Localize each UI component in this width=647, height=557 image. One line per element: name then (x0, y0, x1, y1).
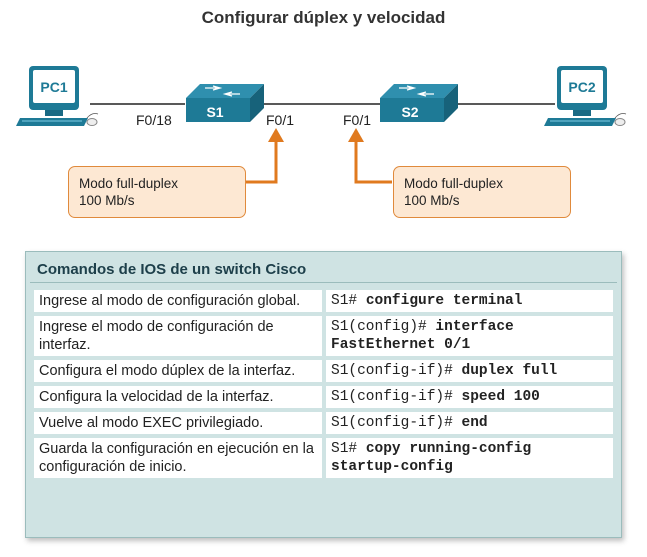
command-prompt: S1(config-if)# (331, 389, 453, 405)
commands-panel-heading: Comandos de IOS de un switch Cisco (30, 256, 617, 283)
switch-s1-icon (186, 84, 264, 122)
command-prompt: S1(config)# (331, 319, 427, 335)
row-command: S1# configure terminal (326, 290, 613, 312)
command-text: copy running-config startup-config (331, 441, 532, 475)
command-prompt: S1(config-if)# (331, 415, 453, 431)
table-row: Guarda la configuración en ejecución en … (34, 438, 613, 478)
command-text: speed 100 (461, 389, 540, 405)
row-command: S1(config-if)# duplex full (326, 360, 613, 382)
topology-diagram: PC1 PC2 S1 S2 (16, 66, 627, 184)
row-command: S1(config)# interface FastEthernet 0/1 (326, 316, 613, 356)
command-text: duplex full (461, 363, 558, 379)
port-s1-f0-1-label: F0/1 (266, 112, 295, 128)
arrow-right-head (348, 128, 364, 142)
arrow-left (246, 140, 278, 184)
table-row: Vuelve al modo EXEC privilegiado. S1(con… (34, 412, 613, 434)
command-prompt: S1# (331, 441, 358, 457)
arrow-right (354, 140, 392, 184)
command-text: configure terminal (365, 293, 523, 309)
switch-s2-icon (380, 84, 458, 122)
row-description: Vuelve al modo EXEC privilegiado. (34, 412, 322, 434)
port-f0-18-label: F0/18 (136, 112, 172, 128)
arrow-left-head (268, 128, 284, 142)
row-description: Configura el modo dúplex de la interfaz. (34, 360, 322, 382)
diagram-title: Configurar dúplex y velocidad (201, 8, 446, 27)
row-command: S1(config-if)# speed 100 (326, 386, 613, 408)
command-prompt: S1(config-if)# (331, 363, 453, 379)
row-description: Ingrese al modo de configuración global. (34, 290, 322, 312)
pc2-label: PC2 (568, 79, 595, 95)
row-description: Ingrese el modo de configuración de inte… (34, 316, 322, 356)
pc2-icon (544, 66, 627, 126)
command-text: interface FastEthernet 0/1 (331, 319, 514, 353)
row-description: Guarda la configuración en ejecución en … (34, 438, 322, 478)
table-row: Ingrese el modo de configuración de inte… (34, 316, 613, 356)
callout-left-speed: 100 Mb/s (79, 193, 135, 208)
callout-right-speed: 100 Mb/s (404, 193, 460, 208)
commands-table: Ingrese al modo de configuración global.… (30, 286, 617, 482)
commands-panel: Comandos de IOS de un switch Cisco Ingre… (25, 251, 622, 538)
port-s2-f0-1-label: F0/1 (343, 112, 372, 128)
table-row: Configura el modo dúplex de la interfaz.… (34, 360, 613, 382)
row-description: Configura la velocidad de la interfaz. (34, 386, 322, 408)
pc1-label: PC1 (40, 79, 67, 95)
callout-left-mode: Modo full-duplex (79, 176, 179, 191)
callout-right: Modo full-duplex 100 Mb/s (393, 166, 571, 218)
pc1-icon (16, 66, 99, 126)
table-row: Ingrese al modo de configuración global.… (34, 290, 613, 312)
command-text: end (461, 415, 488, 431)
s1-label: S1 (206, 104, 223, 120)
callout-right-mode: Modo full-duplex (404, 176, 504, 191)
command-prompt: S1# (331, 293, 358, 309)
row-command: S1# copy running-config startup-config (326, 438, 613, 478)
row-command: S1(config-if)# end (326, 412, 613, 434)
table-row: Configura la velocidad de la interfaz. S… (34, 386, 613, 408)
callout-left: Modo full-duplex 100 Mb/s (68, 166, 246, 218)
s2-label: S2 (401, 104, 418, 120)
